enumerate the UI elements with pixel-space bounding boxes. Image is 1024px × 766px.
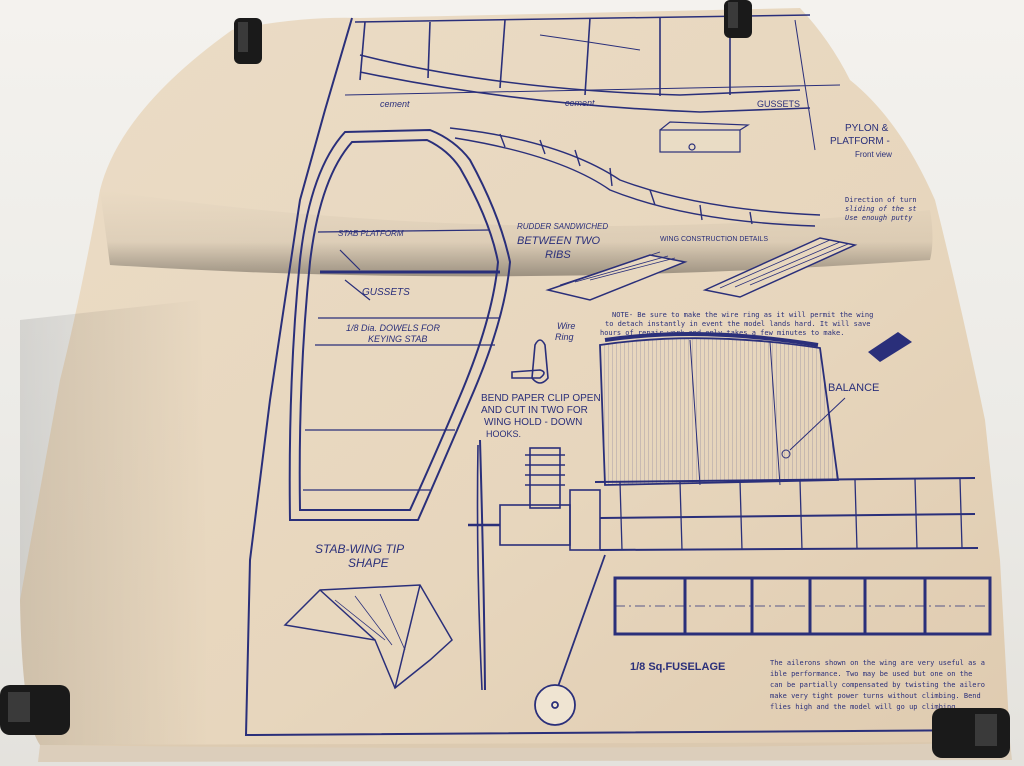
pylon-sketch	[659, 121, 750, 153]
fuselage-truss	[594, 477, 979, 551]
label-rudder-sandwiched: RUDDER SANDWICHED	[517, 222, 608, 231]
label-gussets: GUSSETS	[362, 287, 410, 298]
balance-arrow	[781, 397, 846, 459]
label-wing-construction: WING CONSTRUCTION DETAILS	[660, 236, 768, 243]
ailerons-line-4: make very tight power turns without clim…	[770, 692, 981, 700]
note-line-2: to detach instantly in event the model l…	[605, 320, 871, 328]
label-front-view: Front view	[855, 150, 892, 159]
label-stab-tip-1: STAB-WING TIP	[315, 542, 404, 556]
rudder-drawing	[599, 332, 840, 486]
stab-tip-sketch	[283, 584, 453, 690]
label-cement: cement	[380, 99, 410, 109]
label-bend-3: WING HOLD - DOWN	[484, 417, 582, 428]
ailerons-line-1: The ailerons shown on the wing are very …	[770, 659, 985, 667]
label-direction-1: Direction of turn	[845, 196, 917, 204]
label-wire-1: Wire	[557, 321, 575, 331]
label-fuselage: 1/8 Sq.FUSELAGE	[630, 661, 725, 673]
label-pylon: PYLON &	[845, 123, 889, 134]
clamp-top-right	[724, 0, 752, 38]
label-platform: PLATFORM -	[830, 136, 890, 147]
label-cement-2: cement	[565, 98, 595, 108]
clamp-bottom-left	[0, 685, 70, 735]
label-dowels-1: 1/8 Dia. DOWELS FOR	[346, 323, 441, 333]
note-line-1: NOTE- Be sure to make the wire ring as i…	[612, 311, 873, 319]
label-between-two: BETWEEN TWO	[517, 235, 601, 247]
top-fuselage-drawing	[344, 16, 841, 113]
clamp-bottom-right	[932, 708, 1010, 758]
label-stab-tip-2: SHAPE	[348, 556, 390, 570]
label-direction-2: sliding of the st	[845, 205, 917, 213]
label-bend-2: AND CUT IN TWO FOR	[481, 405, 588, 416]
ailerons-line-2: ible performance. Two may be used but on…	[770, 670, 972, 678]
label-bend-1: BEND PAPER CLIP OPEN	[481, 393, 601, 404]
ailerons-line-3: can be partially compensated by twisting…	[770, 681, 985, 689]
ailerons-line-5: flies high and the model will go up clim…	[770, 703, 960, 711]
label-wire-2: Ring	[555, 332, 574, 342]
label-ribs: RIBS	[545, 249, 571, 261]
label-gussets-top: GUSSETS	[757, 99, 800, 109]
wing-curved-drawing	[449, 127, 821, 227]
label-dowels-2: KEYING STAB	[368, 334, 427, 344]
engine-prop-drawing	[468, 439, 601, 691]
landing-gear	[534, 554, 606, 726]
label-bend-4: HOOKS.	[486, 429, 521, 439]
fuselage-frame-bottom	[613, 576, 992, 636]
paper-clip-sketch	[511, 339, 549, 384]
small-plane-icon	[868, 332, 912, 362]
stab-ribs	[303, 229, 500, 491]
wing-construction-sketches	[545, 237, 858, 301]
label-direction-3: Use enough putty	[845, 214, 913, 222]
label-balance: BALANCE	[828, 382, 879, 394]
stabilizer-outline	[288, 128, 512, 521]
label-stab-platform: STAB PLATFORM	[338, 229, 404, 238]
clamp-top-left	[234, 18, 262, 64]
